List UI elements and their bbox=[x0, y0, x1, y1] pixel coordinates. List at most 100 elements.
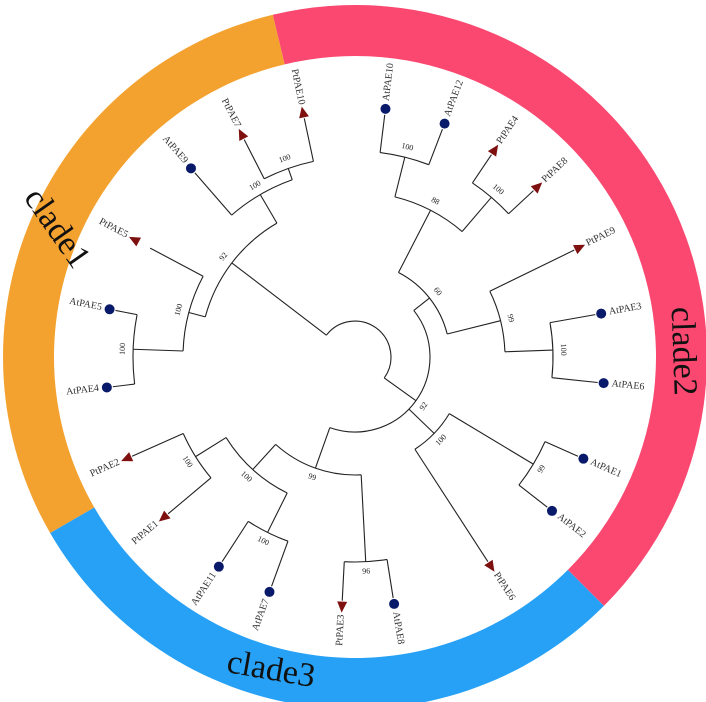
tip-label: PtPAE5 bbox=[97, 216, 130, 240]
branch-line bbox=[414, 448, 489, 562]
bootstrap-value-clade3: 99 bbox=[307, 471, 318, 482]
branch-arc bbox=[549, 322, 554, 378]
tip-atpae3: AtPAE3 bbox=[596, 301, 642, 319]
clade2-label: clade2 bbox=[664, 306, 704, 396]
tip-ptpae3: PtPAE3 bbox=[334, 601, 348, 646]
tip-label: AtPAE7 bbox=[250, 597, 272, 632]
tip-label: PtPAE10 bbox=[289, 68, 307, 106]
branch-line bbox=[341, 561, 345, 601]
tip-label: AtPAE8 bbox=[390, 611, 406, 645]
branch-line bbox=[221, 521, 249, 562]
tip-atpae5: AtPAE5 bbox=[68, 296, 115, 315]
tip-ptpae2: PtPAE2 bbox=[88, 452, 134, 480]
branch-line bbox=[231, 262, 327, 336]
tip-label: PtPAE3 bbox=[334, 614, 347, 646]
branch-line bbox=[360, 474, 367, 562]
circle-marker-icon bbox=[213, 561, 224, 572]
branch-line bbox=[303, 118, 314, 162]
tip-label: PtPAE6 bbox=[491, 570, 517, 602]
branch-arc bbox=[489, 290, 506, 352]
branch-line bbox=[314, 427, 331, 469]
branch-line bbox=[471, 154, 492, 184]
branch-line bbox=[449, 413, 534, 465]
tip-atpae10: AtPAE10 bbox=[380, 63, 396, 114]
clade1-ring-segment bbox=[2, 14, 285, 534]
circle-marker-icon bbox=[439, 118, 450, 129]
branch-line bbox=[194, 172, 233, 216]
branch-arc bbox=[394, 196, 463, 232]
tip-ptpae10: PtPAE10 bbox=[289, 68, 309, 119]
bootstrap-value-at11-at7: 100 bbox=[256, 534, 271, 547]
bootstrap-value-pt3-at8: 96 bbox=[362, 566, 370, 575]
bootstrap-value-clade2-upper: 60 bbox=[432, 285, 444, 297]
tip-label: AtPAE11 bbox=[189, 570, 219, 608]
circle-marker-icon bbox=[101, 382, 112, 393]
tip-ptpae5: PtPAE5 bbox=[97, 216, 142, 247]
circle-marker-icon bbox=[389, 598, 400, 609]
branch-arc bbox=[204, 222, 278, 318]
bootstrap-value-group-a: 88 bbox=[430, 195, 441, 207]
triangle-marker-icon bbox=[487, 144, 499, 157]
tip-atpae2: AtPAE2 bbox=[547, 505, 588, 540]
tip-ptpae1: PtPAE1 bbox=[130, 510, 171, 547]
triangle-marker-icon bbox=[573, 244, 586, 255]
branch-line bbox=[518, 484, 548, 508]
branch-arc bbox=[329, 310, 431, 433]
triangle-marker-icon bbox=[121, 452, 134, 462]
tip-label: AtPAE1 bbox=[589, 457, 624, 480]
branch-line bbox=[489, 249, 575, 292]
branch-line bbox=[267, 492, 288, 533]
branch-arc bbox=[182, 433, 212, 479]
triangle-marker-icon bbox=[238, 128, 249, 141]
branch-line bbox=[115, 309, 138, 316]
bootstrap-value-at3-at6: 100 bbox=[559, 344, 568, 356]
bootstrap-value-root: 92 bbox=[418, 400, 430, 412]
circle-marker-icon bbox=[578, 453, 589, 464]
branch-line bbox=[447, 320, 501, 335]
bootstrap-value-clade3-sub: 100 bbox=[239, 469, 254, 484]
tip-atpae8: AtPAE8 bbox=[389, 598, 406, 645]
branch-arc bbox=[275, 443, 362, 476]
bootstrap-value-at9: 100 bbox=[247, 178, 262, 192]
clade-ring bbox=[2, 5, 706, 702]
triangle-marker-icon bbox=[530, 182, 543, 194]
tip-atpae1: AtPAE1 bbox=[578, 453, 624, 480]
branch-arc bbox=[414, 413, 450, 450]
branch-line bbox=[379, 114, 386, 153]
branch-line bbox=[383, 377, 417, 402]
branch-line bbox=[112, 383, 135, 388]
branch-line bbox=[461, 196, 492, 232]
branch-line bbox=[188, 311, 206, 318]
branch-line bbox=[271, 540, 289, 587]
branch-line bbox=[287, 168, 293, 180]
tip-atpae11: AtPAE11 bbox=[189, 561, 224, 608]
tip-atpae4: AtPAE4 bbox=[65, 382, 112, 398]
branch-arc bbox=[380, 151, 430, 166]
bootstrap-value-pt5: 100 bbox=[173, 303, 185, 317]
bootstrap-value-pt9: 99 bbox=[506, 313, 517, 323]
branch-line bbox=[551, 377, 598, 384]
bootstrap-value-at10-at12: 100 bbox=[401, 141, 415, 153]
tip-label: PtPAE2 bbox=[88, 457, 121, 480]
tip-ptpae4: PtPAE4 bbox=[487, 114, 521, 157]
bootstrap-value-pt10-pt7: 100 bbox=[278, 152, 292, 165]
tip-ptpae7: PtPAE7 bbox=[219, 97, 249, 141]
tip-label: AtPAE2 bbox=[555, 511, 588, 540]
triangle-marker-icon bbox=[484, 559, 495, 572]
bootstrap-value-at5-at4: 100 bbox=[118, 343, 127, 355]
tip-atpae9: AtPAE9 bbox=[160, 134, 196, 174]
circle-marker-icon bbox=[598, 378, 609, 389]
branch-arc bbox=[231, 179, 293, 216]
branch-line bbox=[408, 408, 435, 434]
branch-line bbox=[149, 247, 204, 277]
tip-label: AtPAE9 bbox=[160, 134, 190, 166]
tip-ptpae9: PtPAE9 bbox=[573, 225, 617, 255]
tip-label: AtPAE5 bbox=[68, 296, 102, 313]
branch-arc bbox=[263, 160, 314, 180]
branch-line bbox=[131, 432, 184, 457]
triangle-marker-icon bbox=[128, 236, 142, 247]
circle-marker-icon bbox=[547, 505, 557, 516]
branch-arc bbox=[518, 441, 546, 486]
branch-line bbox=[413, 297, 430, 311]
